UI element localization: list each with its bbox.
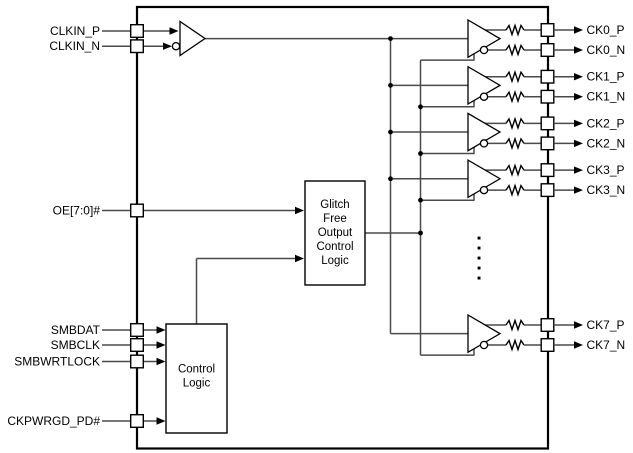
output-pad-ck7-n <box>540 338 555 353</box>
input-pad-ckpwrgd-pd <box>129 414 144 429</box>
output-pad-ck1-n <box>540 89 555 104</box>
input-label-oe: OE[7:0]# <box>53 204 101 218</box>
output-arrow-icon-ck7-p <box>574 321 583 329</box>
glitch-free-box-label-line: Control <box>316 241 353 253</box>
output-arrow-icon-ck2-p <box>574 119 583 128</box>
enable-junction-ck2 <box>418 151 423 156</box>
continuation-ellipsis-dot <box>477 246 481 250</box>
resistor-icon-ck3-n <box>505 183 525 197</box>
inverting-output-bubble-icon-ck1 <box>479 92 489 101</box>
resistor-icon-ck2-n <box>505 136 525 151</box>
input-label-clkin-p: CLKIN_P <box>50 24 100 38</box>
inverting-output-bubble-icon-ck2 <box>479 139 489 148</box>
input-pad-smbdat <box>129 323 144 338</box>
input-arrow-icon-ckpwrgd-pd <box>156 417 166 425</box>
continuation-ellipsis-dot <box>477 266 481 270</box>
output-label-ck1-n: CK1_N <box>587 90 626 104</box>
output-arrow-icon-ck7-n <box>574 341 583 349</box>
output-arrow-icon-ck3-p <box>574 166 583 174</box>
control-to-glitch-arrow-icon <box>295 254 304 263</box>
input-label-ckpwrgd-pd: CKPWRGD_PD# <box>7 414 100 428</box>
control-logic-box <box>165 323 228 434</box>
output-label-ck0-p: CK0_P <box>587 23 625 37</box>
inverting-output-bubble-icon-ck0 <box>479 45 489 55</box>
output-pad-ck1-p <box>540 69 555 84</box>
resistor-icon-ck0-p <box>505 23 525 37</box>
output-arrow-icon-ck1-n <box>574 93 583 101</box>
output-arrow-icon-ck3-n <box>574 186 583 194</box>
input-label-smbclk: SMBCLK <box>51 338 100 352</box>
input-pad-smbwrtlock <box>129 354 144 369</box>
resistor-icon-ck1-p <box>505 69 525 84</box>
input-arrow-icon-clkin-p <box>169 27 179 35</box>
output-label-ck2-p: CK2_P <box>587 116 625 130</box>
input-pad-oe <box>129 203 144 218</box>
input-buffer-icon <box>179 20 207 57</box>
output-arrow-icon-ck0-p <box>574 26 583 34</box>
resistor-icon-ck7-n <box>505 338 525 352</box>
glitch-free-box-label-line: Free <box>323 213 347 225</box>
input-label-smbwrtlock: SMBWRTLOCK <box>14 355 100 369</box>
output-pad-ck2-p <box>540 116 555 131</box>
inverting-output-bubble-icon-ck3 <box>479 185 489 195</box>
input-arrow-icon-smbclk <box>156 341 166 349</box>
inverting-output-bubble-icon-ck7 <box>479 340 489 350</box>
output-label-ck1-p: CK1_P <box>587 70 625 84</box>
input-pad-clkin-p <box>129 24 144 39</box>
output-label-ck3-n: CK3_N <box>587 183 626 197</box>
glitch-free-box-label-line: Logic <box>321 255 349 267</box>
output-label-ck0-n: CK0_N <box>587 43 626 57</box>
resistor-icon-ck2-p <box>505 116 525 131</box>
output-label-ck2-n: CK2_N <box>587 136 626 150</box>
clock-junction-main <box>388 36 393 41</box>
control-logic-box-label-line: Control <box>178 364 215 376</box>
glitch-free-output-control-logic-box <box>304 180 366 286</box>
input-arrow-icon-smbwrtlock <box>156 357 166 366</box>
output-arrow-icon-ck0-n <box>574 46 583 54</box>
clock-junction-ck2 <box>388 129 393 135</box>
input-arrow-icon-clkin-n <box>163 42 172 50</box>
continuation-ellipsis-dot <box>477 256 481 260</box>
enable-junction-ck3 <box>418 197 423 203</box>
input-pad-smbclk <box>129 338 144 353</box>
clock-junction-ck3 <box>388 176 393 182</box>
output-arrow-icon-ck2-n <box>574 139 583 148</box>
output-pad-ck2-n <box>540 136 555 151</box>
output-pad-ck3-n <box>540 183 555 198</box>
output-pad-ck3-p <box>540 163 555 178</box>
output-label-ck7-n: CK7_N <box>587 338 626 352</box>
output-pad-ck0-n <box>540 43 555 58</box>
clock-junction-ck1 <box>388 82 393 88</box>
continuation-ellipsis-dot <box>477 236 481 240</box>
input-arrow-icon-smbdat <box>156 326 166 334</box>
enable-junction-ck1 <box>418 104 423 110</box>
glitch-free-box-label-line: Glitch <box>320 199 349 211</box>
continuation-ellipsis-dot <box>477 276 481 280</box>
output-pad-ck7-p <box>540 318 555 333</box>
chip-boundary <box>135 5 550 450</box>
output-label-ck3-p: CK3_P <box>587 163 625 177</box>
glitch-free-box-label-line: Output <box>318 227 353 239</box>
output-label-ck7-p: CK7_P <box>587 318 625 332</box>
input-label-smbdat: SMBDAT <box>51 323 101 337</box>
enable-junction-glitch-output <box>418 230 423 236</box>
resistor-icon-ck3-p <box>505 163 525 177</box>
input-label-clkin-n: CLKIN_N <box>49 39 100 53</box>
resistor-icon-ck0-n <box>505 43 525 57</box>
output-arrow-icon-ck1-p <box>574 73 583 81</box>
control-logic-box-label-line: Logic <box>183 378 211 390</box>
resistor-icon-ck7-p <box>505 318 525 332</box>
inverting-input-bubble-icon <box>171 41 181 51</box>
input-arrow-icon-oe <box>295 206 304 215</box>
input-pad-clkin-n <box>129 39 144 54</box>
output-pad-ck0-p <box>540 23 555 38</box>
resistor-icon-ck1-n <box>505 89 525 104</box>
